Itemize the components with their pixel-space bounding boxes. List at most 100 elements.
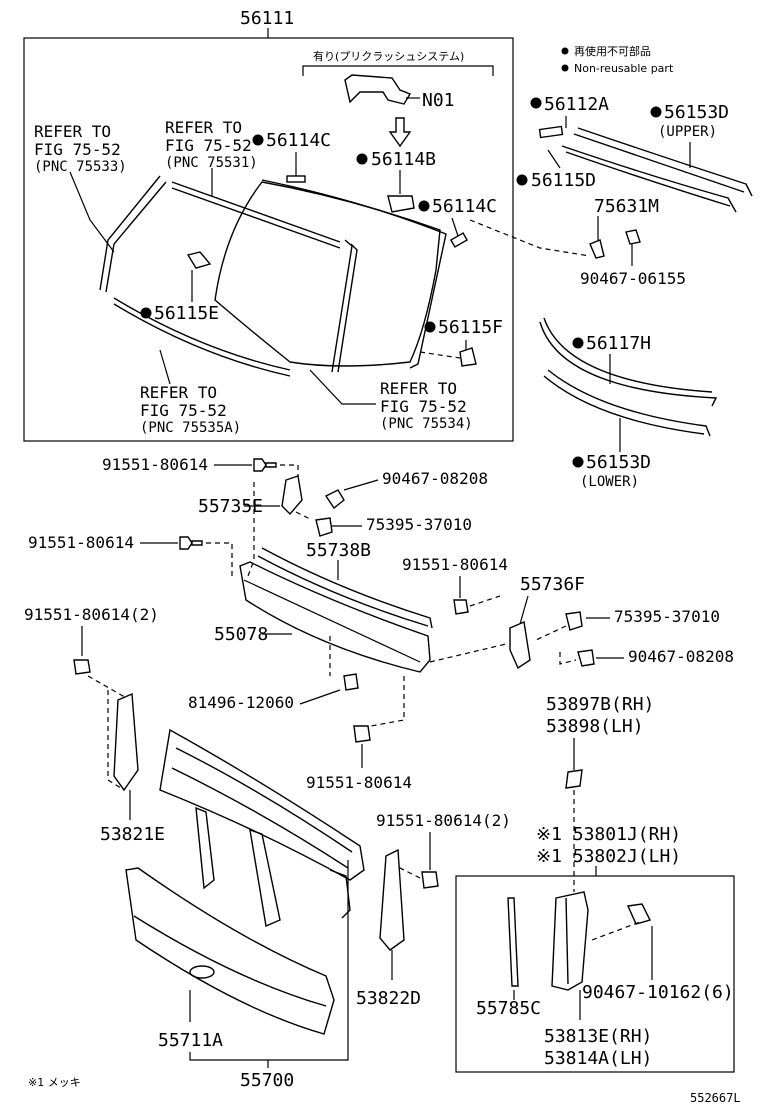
molding-right-part bbox=[331, 239, 358, 373]
clip-75395-b-part bbox=[565, 611, 583, 631]
dash-90467-08208-b bbox=[559, 652, 577, 665]
figure-id: 552667L bbox=[690, 1091, 741, 1105]
clip-90467-10162-part bbox=[626, 903, 652, 925]
bolt-91551-2b-part bbox=[421, 871, 439, 889]
molding-top-part bbox=[171, 181, 341, 249]
clip-56115e-part bbox=[186, 251, 212, 269]
panel-55078-part bbox=[239, 561, 431, 673]
label-56114c-a: 56114C bbox=[266, 130, 331, 151]
dash-55735e-b bbox=[295, 511, 313, 521]
non-reusable-dot-icon bbox=[252, 134, 264, 146]
label-91551-d: 91551-80614 bbox=[306, 773, 412, 792]
legend-jp: 再使用不可部品 bbox=[574, 44, 651, 58]
label-75395-a: 75395-37010 bbox=[366, 515, 472, 534]
dash-91551-b bbox=[206, 542, 233, 578]
clip-56114b-part bbox=[387, 195, 415, 213]
refer4-l1: REFER TO bbox=[380, 379, 457, 398]
pillar-garnish-edge bbox=[565, 897, 569, 985]
seal-75631m-part bbox=[589, 239, 605, 259]
label-53814a: 53814A(LH) bbox=[544, 1048, 652, 1069]
bracket-53822d-part bbox=[379, 848, 405, 951]
weatherstrip-56117h-part bbox=[539, 317, 718, 407]
refer3-l2: FIG 75-52 bbox=[140, 401, 227, 420]
footnote: ※1 メッキ bbox=[28, 1076, 81, 1089]
pillar-garnish-part bbox=[551, 891, 589, 991]
refer3-l3: (PNC 75535A) bbox=[140, 420, 241, 436]
cowl-legs-part bbox=[195, 806, 281, 927]
label-55735e: 55735E bbox=[198, 496, 263, 517]
weatherstrip-56153d-upper-part bbox=[561, 145, 737, 213]
label-53821e: 53821E bbox=[100, 824, 165, 845]
label-56112a: 56112A bbox=[544, 94, 609, 115]
label-53802j: ※1 53802J(LH) bbox=[536, 846, 681, 867]
bracket-55736f-part bbox=[509, 621, 531, 670]
label-56114b: 56114B bbox=[371, 149, 436, 170]
cowl-frame-ribs-part bbox=[171, 747, 353, 869]
dash-91551-a bbox=[280, 464, 299, 480]
label-90467-08208-b: 90467-08208 bbox=[628, 647, 734, 666]
louver-55711a-rib bbox=[133, 915, 327, 1007]
leader-56115d bbox=[547, 149, 561, 169]
non-reusable-dot-icon bbox=[516, 174, 528, 186]
non-reusable-dot-icon bbox=[650, 106, 662, 118]
label-upper: (UPPER) bbox=[658, 124, 717, 140]
dash-75395-b bbox=[535, 625, 567, 641]
kit-bracket bbox=[302, 65, 494, 76]
label-91551-2b: 91551-80614(2) bbox=[376, 811, 511, 830]
refer2-l3: (PNC 75531) bbox=[165, 155, 258, 171]
bolt-91551-2a-part bbox=[73, 659, 91, 675]
bolt-91551-a-part bbox=[253, 458, 277, 472]
weatherstrip-56153d-lower-part bbox=[543, 369, 711, 437]
label-53897b: 53897B(RH) bbox=[546, 694, 654, 715]
non-reusable-dot-icon bbox=[561, 64, 569, 72]
panel-55078-edge bbox=[243, 579, 421, 663]
cowl-frame-part bbox=[159, 728, 365, 881]
refer1-l1: REFER TO bbox=[34, 122, 111, 141]
refer4-l3: (PNC 75534) bbox=[380, 416, 473, 432]
cowl-side-part bbox=[329, 869, 351, 919]
down-arrow-icon bbox=[388, 117, 412, 148]
non-reusable-dot-icon bbox=[561, 47, 569, 55]
label-56153d-lower: 56153D bbox=[586, 452, 651, 473]
refer2-l1: REFER TO bbox=[165, 118, 242, 137]
dash-56114c-to-75631m bbox=[469, 219, 591, 257]
label-75395-b: 75395-37010 bbox=[614, 607, 720, 626]
clip-90467-08208-b-part bbox=[577, 649, 595, 667]
label-90467-06155: 90467-06155 bbox=[580, 269, 686, 288]
label-56115e: 56115E bbox=[154, 303, 219, 324]
glass-edge-part bbox=[261, 179, 447, 369]
refer4-l2: FIG 75-52 bbox=[380, 397, 467, 416]
leader-56114c-b bbox=[451, 217, 459, 237]
label-56114c-b: 56114C bbox=[432, 196, 497, 217]
bolt-91551-b-part bbox=[179, 536, 203, 550]
label-81496: 81496-12060 bbox=[188, 693, 294, 712]
refer1-l3: (PNC 75533) bbox=[34, 159, 127, 175]
windshield-group-frame bbox=[23, 37, 514, 442]
weatherstrip-upper-part bbox=[573, 127, 753, 197]
dash-91551-d bbox=[359, 676, 405, 729]
label-55078: 55078 bbox=[214, 624, 268, 645]
leader-55700 bbox=[189, 860, 349, 1061]
dash-91551-c bbox=[469, 595, 501, 607]
strip-55785c-part bbox=[507, 897, 519, 987]
bolt-91551-d-part bbox=[353, 725, 371, 743]
clip-56115f-part bbox=[459, 347, 477, 367]
label-53813e: 53813E(RH) bbox=[544, 1026, 652, 1047]
n01-bracket-part bbox=[344, 74, 412, 105]
label-55700: 55700 bbox=[240, 1070, 294, 1091]
dash-53821e bbox=[107, 690, 125, 791]
dash-56115f bbox=[419, 351, 461, 359]
non-reusable-dot-icon bbox=[424, 321, 436, 333]
kit-note: 有り(プリクラッシュシステム) bbox=[313, 49, 464, 63]
label-56153d-upper: 56153D bbox=[664, 102, 729, 123]
clip-90467-08208-a-part bbox=[324, 489, 345, 510]
label-55736f: 55736F bbox=[520, 574, 585, 595]
label-55785c: 55785C bbox=[476, 998, 541, 1019]
refer3-l1: REFER TO bbox=[140, 383, 217, 402]
label-91551-b: 91551-80614 bbox=[28, 533, 134, 552]
label-53898: 53898(LH) bbox=[546, 716, 644, 737]
pad-56114c-b-part bbox=[449, 232, 469, 248]
label-55711a: 55711A bbox=[158, 1030, 223, 1051]
molding-left-part bbox=[99, 175, 167, 293]
